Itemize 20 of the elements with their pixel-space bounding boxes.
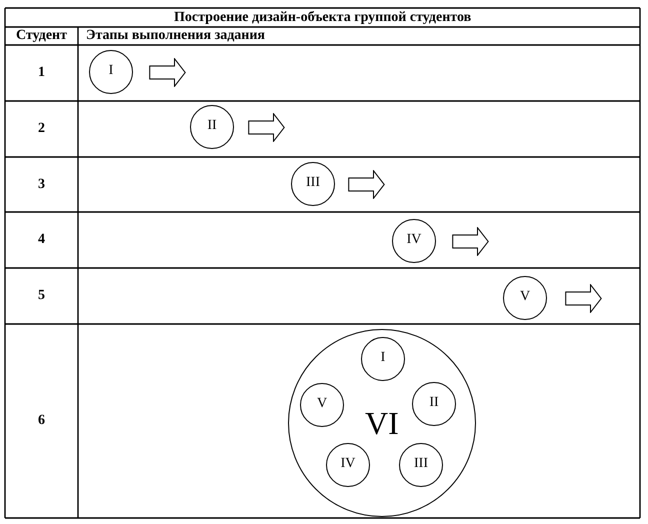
- column-header: Студент: [16, 28, 67, 44]
- row-number: 6: [38, 413, 45, 429]
- stage-circle: III: [291, 162, 335, 206]
- row-number: 3: [38, 176, 45, 192]
- column-header: Этапы выполнения задания: [86, 28, 265, 44]
- row-number: 4: [38, 232, 45, 248]
- stage-circle: IV: [326, 443, 370, 487]
- stage-circle: I: [89, 50, 133, 94]
- stage-label: VI: [365, 406, 399, 440]
- stage-circle: II: [190, 105, 234, 149]
- stage-circle: V: [503, 276, 547, 320]
- stage-circle: IV: [392, 219, 436, 263]
- row-number: 2: [38, 121, 45, 137]
- row-number: 5: [38, 288, 45, 304]
- stage-circle: II: [412, 382, 456, 426]
- table-title: Построение дизайн-объекта группой студентов: [174, 10, 472, 26]
- stage-circle: I: [361, 337, 405, 381]
- stage-circle: V: [300, 383, 344, 427]
- row-number: 1: [38, 65, 45, 81]
- stage-circle: III: [399, 443, 443, 487]
